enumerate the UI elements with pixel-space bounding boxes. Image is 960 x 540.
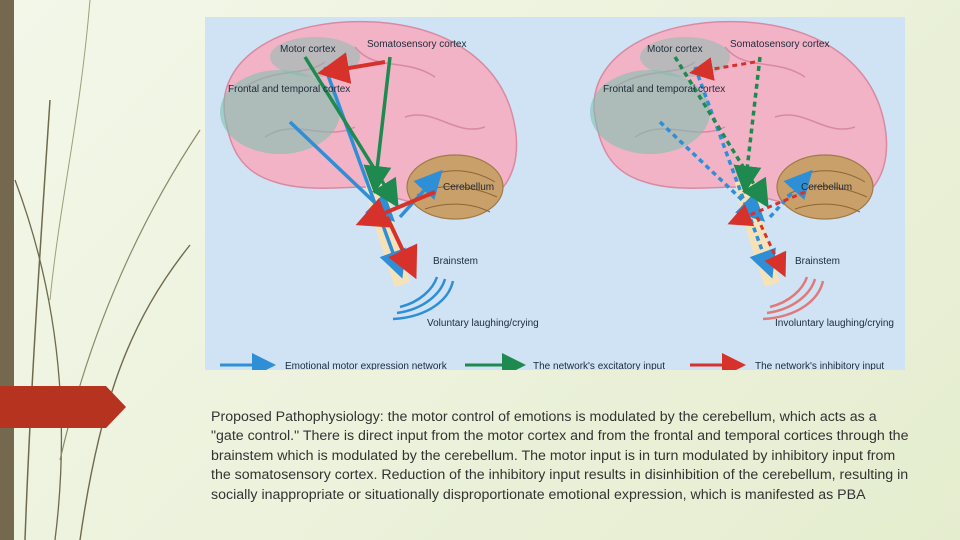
left-output-label: Voluntary laughing/crying <box>427 318 539 329</box>
right-brainstem-label: Brainstem <box>795 256 840 267</box>
right-motor-cortex-label: Motor cortex <box>647 44 703 55</box>
left-brainstem-label: Brainstem <box>433 256 478 267</box>
right-frontal-region <box>590 70 710 154</box>
left-frontal-temporal-label: Frontal and temporal cortex <box>228 84 350 95</box>
right-cerebellum-label: Cerebellum <box>801 182 852 193</box>
decorative-stems <box>14 0 201 540</box>
right-motor-region <box>640 37 730 77</box>
right-somatosensory-label: Somatosensory cortex <box>730 39 830 50</box>
right-output-label: Involuntary laughing/crying <box>775 318 894 329</box>
left-somatosensory-label: Somatosensory cortex <box>367 39 467 50</box>
left-cerebellum-label: Cerebellum <box>443 182 494 193</box>
left-brain-panel: Motor cortex Somatosensory cortex Fronta… <box>220 20 539 329</box>
accent-tab <box>0 386 126 428</box>
legend-green-label: The network's excitatory input <box>533 361 665 370</box>
right-output-waves <box>762 276 825 321</box>
legend-red-label: The network's inhibitory input <box>755 361 884 370</box>
left-frontal-region <box>220 70 340 154</box>
right-brain-panel: Motor cortex Somatosensory cortex Fronta… <box>590 20 894 329</box>
figure-legend: Emotional motor expression network The n… <box>220 353 884 370</box>
figure-caption: Proposed Pathophysiology: the motor cont… <box>211 409 909 503</box>
legend-blue-label: Emotional motor expression network <box>285 361 448 370</box>
figure-svg: Motor cortex Somatosensory cortex Fronta… <box>220 20 894 370</box>
pathophysiology-figure: Motor cortex Somatosensory cortex Fronta… <box>205 17 905 370</box>
left-output-waves <box>392 276 455 321</box>
right-frontal-temporal-label: Frontal and temporal cortex <box>603 84 725 95</box>
left-motor-cortex-label: Motor cortex <box>280 44 336 55</box>
